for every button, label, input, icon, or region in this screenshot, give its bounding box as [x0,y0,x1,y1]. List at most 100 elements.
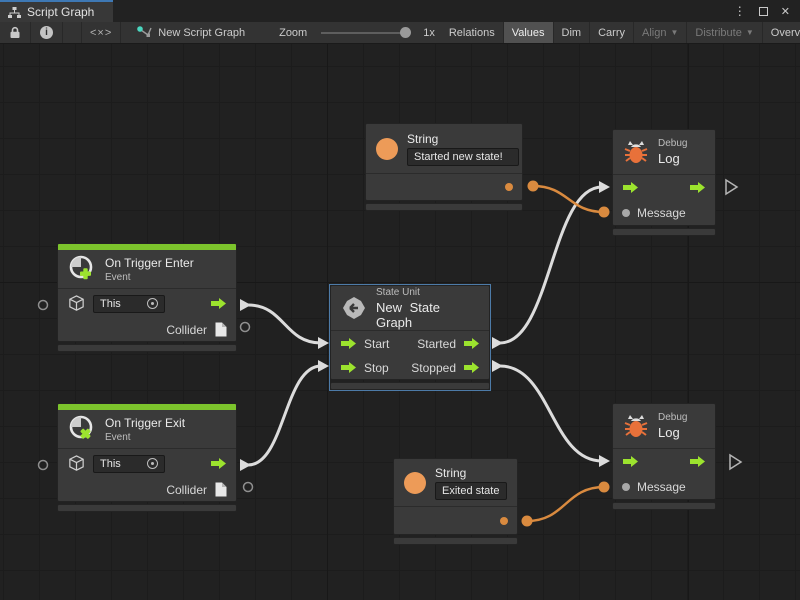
target-field[interactable]: This [93,294,165,313]
flow-out-port[interactable] [210,457,227,470]
window-menu-icon[interactable]: ⋮ [733,4,746,18]
string-output-port[interactable] [500,516,508,525]
node-title: On Trigger Exit [105,415,186,430]
started-flow-out-port[interactable] [463,337,480,350]
info-button[interactable]: i [31,22,63,43]
flow-connection[interactable] [499,364,603,463]
string-value-input[interactable]: Started new state! [407,147,519,166]
toolbar-button-label: Dim [561,26,582,39]
flow-connection[interactable] [247,303,322,345]
string-value-input[interactable]: Exited state [435,481,507,500]
stopped-flow-out-port[interactable] [463,361,480,374]
code-icon: <×> [90,26,113,39]
toolbar-button-carry[interactable]: Carry [590,22,634,43]
toolbar-button-values[interactable]: Values [503,22,554,43]
flow-connection[interactable] [247,364,322,467]
flow-source-arrowhead [240,459,251,471]
node-title: String [407,131,439,146]
bug-icon [623,139,649,165]
node-string-top[interactable]: String Started new state! [365,123,523,211]
gameobject-cube-icon [67,454,86,473]
flow-source-arrowhead [492,360,503,372]
stop-flow-in-port[interactable] [340,361,357,374]
node-on-trigger-enter[interactable]: On Trigger Enter Event This Collide [57,243,237,352]
message-input-port[interactable] [622,208,630,217]
node-title: On Trigger Enter [105,255,194,270]
stop-port-label: Stop [364,360,389,375]
collider-doc-icon [214,482,227,497]
flow-out-port[interactable] [210,297,227,310]
flow-connection[interactable] [499,185,603,345]
node-subtitle: Debug [658,138,688,149]
breadcrumb[interactable]: New Script Graph [131,22,251,43]
flow-source-arrowhead [240,299,251,311]
value-connection[interactable] [532,184,605,214]
node-footer [365,203,523,211]
toolbar-button-label: Values [511,26,545,39]
toolbar-button-label: Relations [448,26,495,39]
toolbar-button-dim[interactable]: Dim [554,22,591,43]
node-state-unit[interactable]: State Unit New State Graph Start Started… [329,284,491,391]
unconnected-flow-port[interactable] [729,453,743,471]
lock-button[interactable] [0,22,31,43]
window-close-icon[interactable]: ✕ [780,5,790,18]
state-unit-icon [341,295,367,321]
toolbar-button-label: Distribute [695,26,742,39]
window-tab-bar: Script Graph ⋮ ✕ [0,0,800,22]
target-picker-icon[interactable] [147,298,158,309]
flow-in-port[interactable] [622,455,639,468]
info-icon: i [40,26,53,39]
window-maximize-icon[interactable] [758,6,768,16]
zoom-slider-knob[interactable] [400,26,412,38]
node-on-trigger-exit[interactable]: On Trigger Exit Event This Collider [57,403,237,512]
flow-in-port[interactable] [622,181,639,194]
start-flow-in-port[interactable] [340,337,357,350]
unconnected-value-port[interactable] [239,321,251,333]
dropdown-caret-icon: ▼ [745,28,754,37]
event-accent-bar [58,244,236,250]
toolbar-button-distribute[interactable]: Distribute▼ [687,22,763,43]
zoom-slider-track[interactable] [321,26,412,38]
node-subtitle: State Unit [376,286,420,298]
value-source-dot [521,515,533,527]
target-field[interactable]: This [93,454,165,473]
target-picker-icon[interactable] [147,458,158,469]
unconnected-flow-port[interactable] [725,178,739,196]
graph-canvas[interactable]: String Started new state! [0,44,800,600]
breadcrumb-label: New Script Graph [158,26,246,39]
window-controls: ⋮ ✕ [724,0,800,22]
gameobject-cube-icon [67,294,86,313]
node-title: String [435,465,467,480]
message-port-label: Message [637,205,686,220]
message-input-port[interactable] [622,482,630,491]
string-output-port[interactable] [505,183,513,191]
toolbar-button-overview[interactable]: Overview [763,22,800,43]
flow-out-port[interactable] [689,455,706,468]
unconnected-value-port[interactable] [242,481,254,493]
lock-icon [9,26,21,39]
node-debug-log-top[interactable]: Debug Log Message [612,129,716,236]
on-trigger-exit-icon [68,415,96,443]
tab-script-graph[interactable]: Script Graph [0,0,113,22]
toolbar-button-align[interactable]: Align▼ [634,22,688,43]
value-target-dot [598,481,610,493]
zoom-slider[interactable] [313,22,417,43]
bug-icon [623,413,649,439]
node-footer [57,344,237,352]
target-field-value: This [100,457,121,470]
toolbar-button-relations[interactable]: Relations [441,22,504,43]
collider-doc-icon [214,322,227,337]
flow-out-port[interactable] [689,181,706,194]
node-subtitle: Event [105,431,131,443]
unconnected-value-port[interactable] [37,459,49,471]
node-title: Log [658,151,680,166]
unconnected-value-port[interactable] [37,299,49,311]
code-view-button[interactable]: <×> [81,22,122,43]
value-connection[interactable] [526,485,605,523]
node-debug-log-bottom[interactable]: Debug Log Message [612,403,716,510]
node-string-bottom[interactable]: String Exited state [393,458,518,545]
tab-title: Script Graph [27,5,95,19]
flow-target-arrowhead [318,360,329,372]
node-title: Log [658,425,680,440]
